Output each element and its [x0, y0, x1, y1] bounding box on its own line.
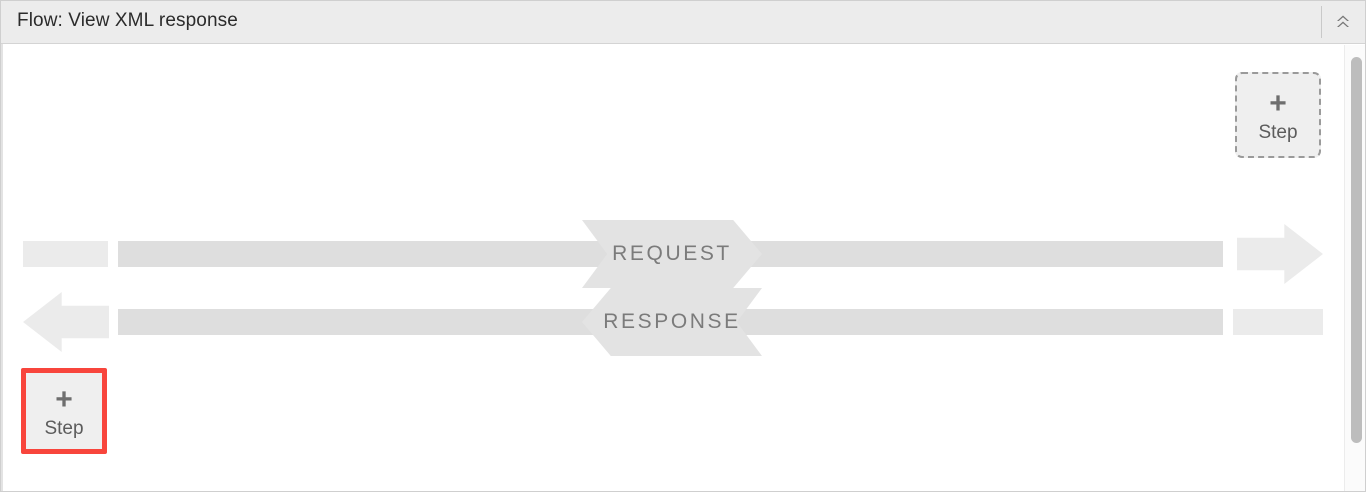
- plus-icon: +: [55, 382, 73, 416]
- scrollbar-thumb[interactable]: [1351, 57, 1362, 443]
- add-step-button-request[interactable]: + Step: [1235, 72, 1321, 158]
- request-banner-label: REQUEST: [612, 242, 732, 265]
- add-step-label: Step: [44, 417, 84, 439]
- flow-canvas[interactable]: + Step REQUEST RESPONSE + Step: [0, 44, 1366, 492]
- titlebar-divider: [1321, 6, 1322, 38]
- flow-row-request: REQUEST: [1, 210, 1341, 302]
- response-right-stub: [1233, 309, 1323, 335]
- panel-title: Flow: View XML response: [17, 10, 238, 31]
- plus-icon: +: [1269, 86, 1287, 120]
- flow-row-response: RESPONSE: [1, 278, 1341, 370]
- request-arrow-right-icon: [1237, 224, 1323, 284]
- canvas-vertical-scrollbar[interactable]: [1344, 45, 1366, 492]
- request-left-stub: [23, 241, 108, 267]
- request-banner: REQUEST: [582, 220, 762, 288]
- response-arrow-left-icon: [23, 292, 109, 352]
- response-banner-label: RESPONSE: [603, 310, 741, 333]
- collapse-panel-button[interactable]: [1326, 5, 1360, 39]
- canvas-left-edge: [0, 44, 8, 492]
- double-chevron-up-icon: [1333, 12, 1353, 32]
- panel-titlebar: Flow: View XML response: [0, 0, 1366, 44]
- response-banner: RESPONSE: [582, 288, 762, 356]
- add-step-button-response[interactable]: + Step: [21, 368, 107, 454]
- add-step-label: Step: [1258, 121, 1298, 143]
